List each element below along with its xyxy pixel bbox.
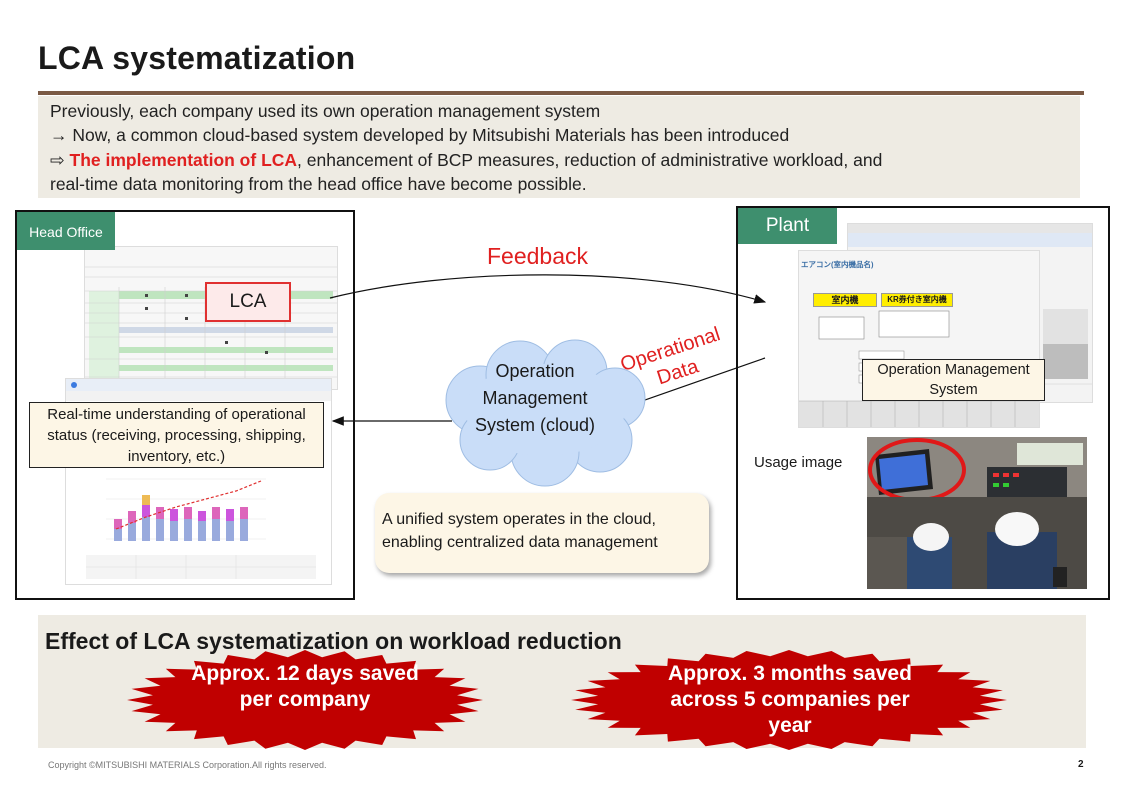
page-number: 2: [1078, 759, 1084, 770]
effect-title: Effect of LCA systematization on workloa…: [45, 628, 622, 654]
cloud-shape: [445, 339, 646, 487]
unified-system-note: A unified system operates in the cloud, …: [375, 493, 709, 573]
plant-tab: Plant: [738, 208, 837, 244]
head-office-panel: Head Office: [15, 210, 355, 600]
usage-photo-image: [867, 437, 1087, 589]
cloud-label: Operation Management System (cloud): [474, 361, 596, 435]
intro-arrow: ⇨: [50, 150, 70, 170]
title-divider: [38, 91, 1084, 95]
intro-line-4: real-time data monitoring from the head …: [50, 174, 587, 194]
intro-line-1: Previously, each company used its own op…: [50, 101, 601, 121]
plant-callout: Operation Management System: [862, 359, 1045, 401]
plant-panel: エアコン(室内機品名) 室内機 KR券付き室内機 Plant Operation…: [736, 206, 1110, 600]
head-office-tab: Head Office: [17, 212, 115, 250]
head-office-callout: Real-time understanding of operational s…: [29, 402, 324, 468]
unified-system-note-text: A unified system operates in the cloud, …: [382, 511, 658, 551]
plant-screen-header-2: KR券付き室内機: [881, 293, 953, 307]
plant-screen-title: エアコン(室内機品名): [801, 260, 874, 269]
intro-box: Previously, each company used its own op…: [38, 96, 1080, 198]
feedback-label: Feedback: [487, 243, 589, 269]
plant-screen-back-image: [848, 224, 1092, 385]
dashboard-chart-image: [66, 379, 331, 579]
usage-image-label: Usage image: [754, 454, 843, 471]
burst-shape-1: [127, 650, 483, 750]
intro-line-3-rest: , enhancement of BCP measures, reduction…: [297, 150, 883, 170]
plant-screen-header: 室内機: [813, 293, 877, 307]
feedback-arrow: [329, 274, 767, 304]
usage-photo: [867, 437, 1087, 589]
intro-line-3: ⇨ The implementation of LCA, enhancement…: [50, 149, 882, 171]
operational-data-arrow: [620, 357, 766, 409]
intro-line-2: → Now, a common cloud-based system devel…: [50, 125, 790, 145]
copyright: Copyright ©MITSUBISHI MATERIALS Corporat…: [48, 760, 327, 770]
burst-text-2: Approx. 3 months saved across 5 companie…: [668, 662, 912, 737]
burst-text-1: Approx. 12 days saved per company: [191, 662, 419, 711]
burst-shape-2: [571, 650, 1007, 750]
intro-highlight: The implementation of LCA: [69, 150, 298, 170]
page-title: LCA systematization: [38, 40, 356, 76]
lca-label-box: LCA: [205, 282, 291, 322]
